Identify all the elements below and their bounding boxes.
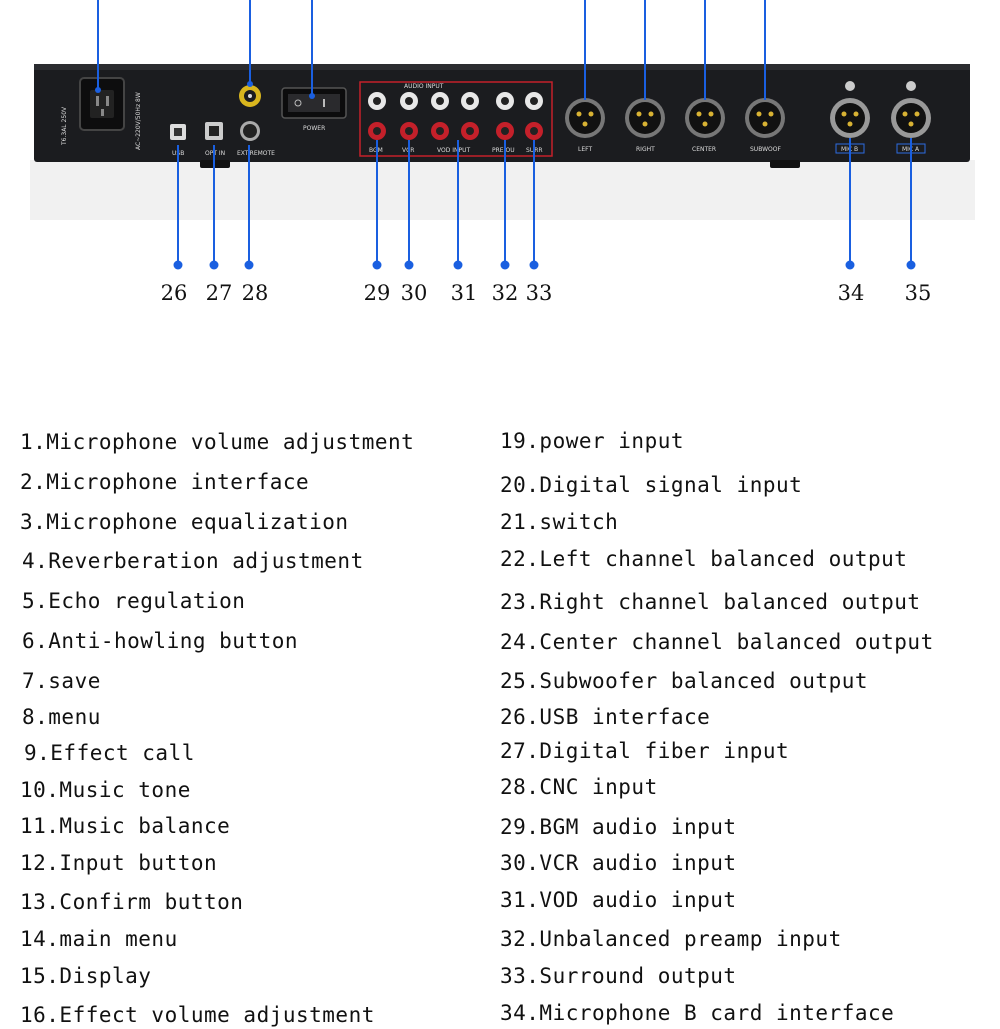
callout-34: 34 <box>838 138 865 305</box>
fuse-label: T6.3AL 250V <box>61 106 68 146</box>
callout-number: 32 <box>492 281 519 305</box>
xlr-left-label: LEFT <box>578 146 592 153</box>
legend-item: 15.Display <box>20 964 152 988</box>
callout-number: 31 <box>451 281 478 305</box>
legend-item: 9.Effect call <box>24 741 195 765</box>
legend-item: 27.Digital fiber input <box>500 739 790 763</box>
xlr-center-label: CENTER <box>692 146 716 153</box>
legend-item: 12.Input button <box>20 851 218 875</box>
legend-item: 2.Microphone interface <box>20 470 310 494</box>
legend-item: 6.Anti-howling button <box>22 629 299 653</box>
callout-number: 26 <box>161 281 188 305</box>
panel-foot <box>770 160 800 168</box>
legend-item: 4.Reverberation adjustment <box>22 549 364 573</box>
callout-35: 35 <box>905 138 932 305</box>
xlr-subwoofer <box>745 98 785 138</box>
vod-label: VOD INPUT <box>437 147 471 154</box>
legend-item: 21.switch <box>500 510 619 534</box>
rear-panel <box>34 64 970 162</box>
callout-number: 29 <box>364 281 391 305</box>
xlr-left <box>565 98 605 138</box>
legend-item: 24.Center channel balanced output <box>500 630 934 654</box>
panel-reflection <box>30 160 975 220</box>
top-leader-lines <box>95 0 766 100</box>
legend-item: 19.power input <box>500 429 685 453</box>
legend-item: 8.menu <box>22 705 101 729</box>
rear-panel-svg: T6.3AL 250V AC~220V/50Hz 8W USB OPT IN E… <box>30 0 975 305</box>
rca-row-top <box>368 92 543 110</box>
power-label: POWER <box>303 125 325 132</box>
remote-label: EXT.REMOTE <box>237 150 275 157</box>
rca-bay <box>359 81 553 157</box>
legend-item: 5.Echo regulation <box>22 589 246 613</box>
callout-number: 33 <box>526 281 553 305</box>
coax-input <box>239 85 261 107</box>
legend-item: 23.Right channel balanced output <box>500 590 921 614</box>
callout-28: 28 <box>242 145 269 305</box>
callout-31: 31 <box>451 140 478 305</box>
ac-label: AC~220V/50Hz 8W <box>135 92 142 150</box>
optical-port <box>205 122 223 140</box>
legend-item: 13.Confirm button <box>20 890 244 914</box>
callout-number: 28 <box>242 281 269 305</box>
legend-item: 32.Unbalanced preamp input <box>500 927 842 951</box>
xlr-right-label: RIGHT <box>636 146 655 153</box>
xlr-subwoofer-label: SUBWOOF <box>750 146 781 153</box>
legend-item: 20.Digital signal input <box>500 473 803 497</box>
mic-a-jack <box>891 81 931 138</box>
callout-33: 33 <box>526 140 553 305</box>
xlr-right <box>625 98 665 138</box>
legend-item: 22.Left channel balanced output <box>500 547 908 571</box>
legend-item: 14.main menu <box>20 927 178 951</box>
usb-port <box>170 124 186 140</box>
callout-30: 30 <box>401 140 428 305</box>
callout-27: 27 <box>206 145 233 305</box>
xlr-center <box>685 98 725 138</box>
callout-26: 26 <box>161 145 188 305</box>
bgm-label: BGM <box>369 147 383 154</box>
mic-b-jack <box>830 81 870 138</box>
legend-item: 16.Effect volume adjustment <box>20 1003 375 1027</box>
legend-item: 29.BGM audio input <box>500 815 737 839</box>
callout-29: 29 <box>364 140 391 305</box>
legend-item: 1.Microphone volume adjustment <box>20 430 415 454</box>
callout-number: 35 <box>905 281 932 305</box>
callout-group: 26 27 28 29 30 31 32 <box>161 138 932 305</box>
callout-number: 27 <box>206 281 233 305</box>
remote-port <box>240 121 260 141</box>
callout-number: 34 <box>838 281 865 305</box>
legend-item: 33.Surround output <box>500 964 737 988</box>
ac-inlet <box>79 77 125 131</box>
legend-item: 26.USB interface <box>500 705 711 729</box>
legend-item: 3.Microphone equalization <box>20 510 349 534</box>
audio-input-label: AUDIO INPUT <box>404 83 444 90</box>
callout-32: 32 <box>492 140 519 305</box>
legend-item: 7.save <box>22 669 101 693</box>
pre-out-label: PRE OU <box>492 147 515 154</box>
optical-label: OPT IN <box>205 150 225 157</box>
callout-number: 30 <box>401 281 428 305</box>
legend-item: 30.VCR audio input <box>500 851 737 875</box>
legend-item: 10.Music tone <box>20 778 191 802</box>
rca-row-bottom <box>368 122 543 140</box>
legend-item: 28.CNC input <box>500 775 658 799</box>
power-switch <box>281 87 347 119</box>
legend-item: 25.Subwoofer balanced output <box>500 669 869 693</box>
legend-item: 31.VOD audio input <box>500 888 737 912</box>
legend-item: 34.Microphone B card interface <box>500 1001 895 1025</box>
legend-item: 11.Music balance <box>20 814 231 838</box>
